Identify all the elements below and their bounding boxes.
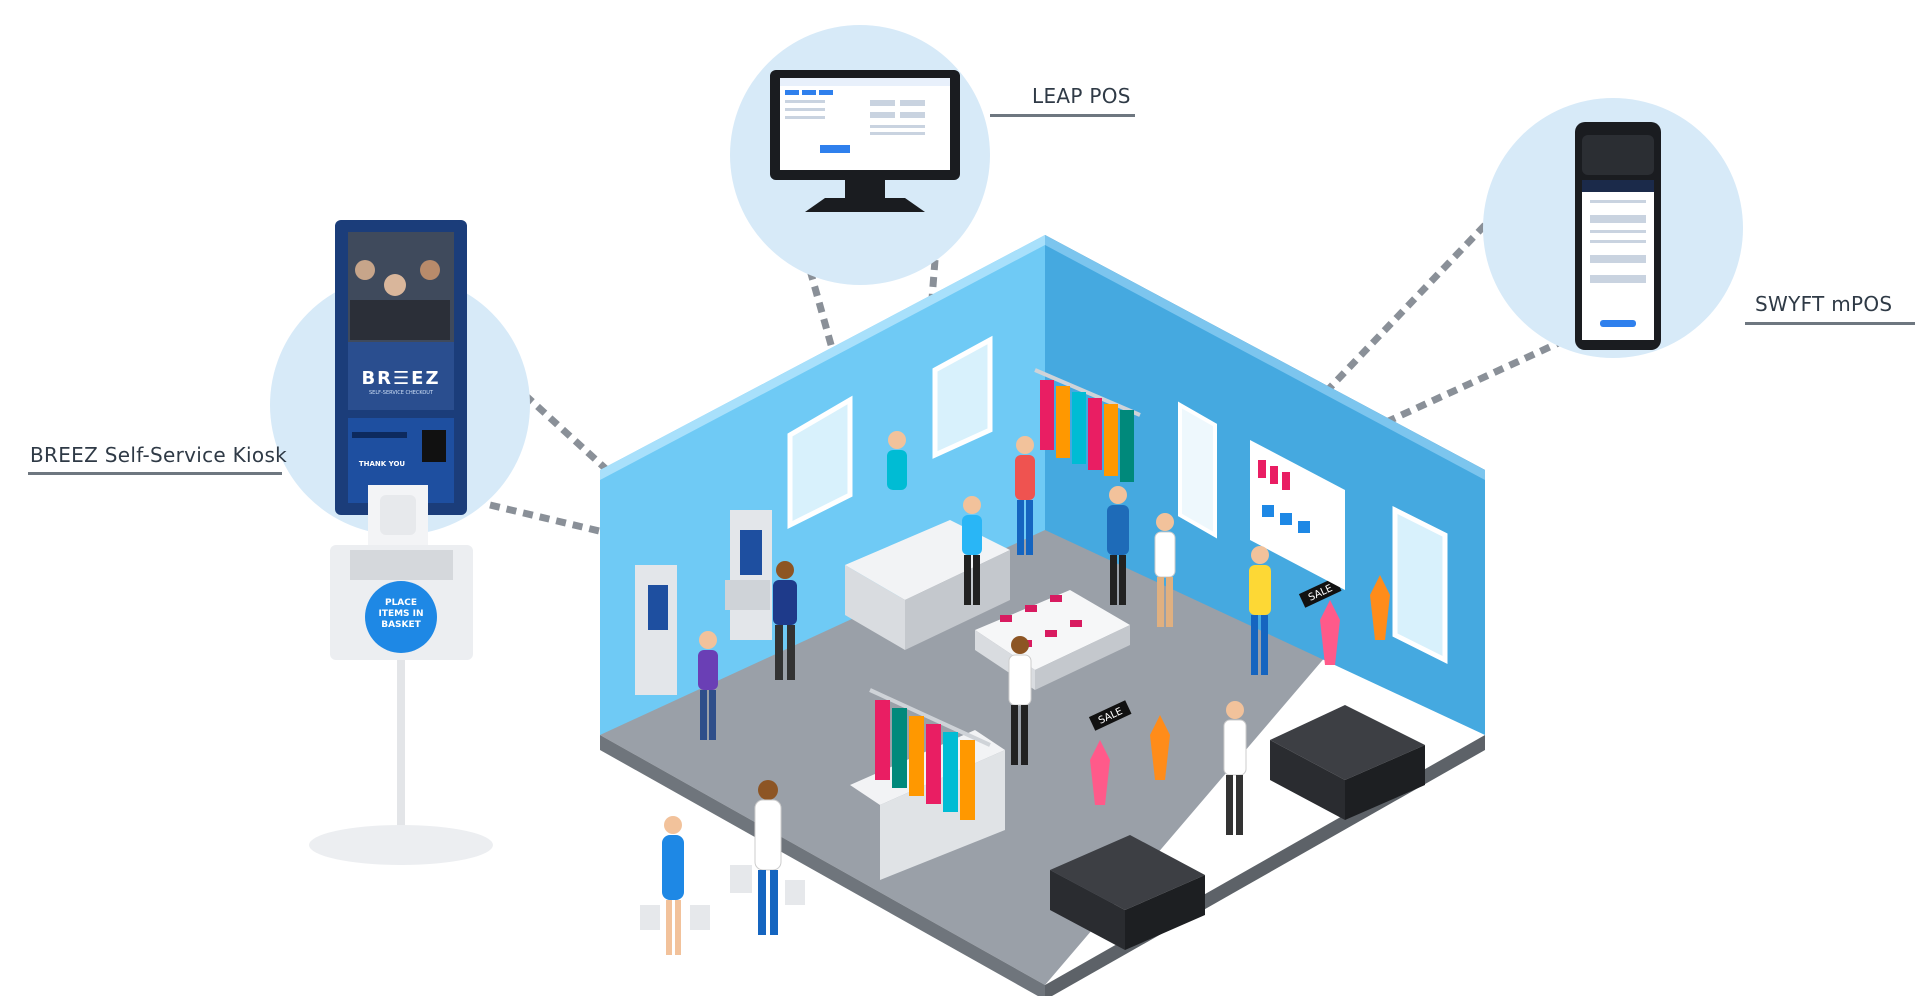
mannequin-platforms xyxy=(1050,575,1425,950)
person-shopper-center xyxy=(962,496,982,605)
person-woman-red xyxy=(1015,436,1035,555)
store-kiosks xyxy=(635,510,772,695)
people xyxy=(640,431,1271,955)
right-wall-top xyxy=(1045,235,1485,480)
swyft-label-underline xyxy=(1745,322,1915,325)
left-window-1 xyxy=(787,395,853,530)
person-man-gifts xyxy=(1223,701,1247,835)
basket-line-3: BASKET xyxy=(381,620,421,630)
sale-tag-2 xyxy=(1298,577,1342,608)
kiosk-tagline: SELF-SERVICE CHECKOUT xyxy=(368,390,434,396)
swyft-mpos-device xyxy=(1575,122,1661,350)
kiosk-label: BREEZ Self-Service Kiosk xyxy=(30,443,288,467)
person-couple-woman xyxy=(640,816,710,955)
left-wall-top xyxy=(600,235,1045,480)
person-customer-left xyxy=(698,631,718,740)
connector-swyft-1 xyxy=(1177,222,1488,548)
person-shopper-yellow xyxy=(1249,546,1271,675)
connector-kiosk-1 xyxy=(522,392,703,558)
leap-label-underline xyxy=(990,114,1135,117)
kiosk-brand: BR☰EZ xyxy=(361,368,441,389)
kiosk-card-reader xyxy=(422,430,446,462)
breez-kiosk-standalone xyxy=(309,220,493,865)
person-cashier xyxy=(887,431,907,490)
kiosk-label-underline xyxy=(28,472,282,475)
basket-badge-text: PLACE ITEMS IN BASKET xyxy=(368,598,434,631)
kiosk-pay-text: THANK YOU xyxy=(358,460,406,468)
right-window xyxy=(1392,505,1448,665)
person-couple-man xyxy=(730,780,805,935)
person-staff-white xyxy=(1008,636,1032,765)
person-shopper-white xyxy=(1154,513,1176,627)
basket-line-1: PLACE xyxy=(384,598,418,608)
clothing-rack-back xyxy=(1034,368,1141,482)
swyft-label: SWYFT mPOS xyxy=(1755,292,1893,316)
kiosk-pole xyxy=(397,660,405,830)
basket-badge xyxy=(365,581,437,653)
wall-shelves xyxy=(1250,440,1345,590)
sale-tag-1 xyxy=(1088,700,1132,731)
person-customer-kiosk2 xyxy=(773,561,797,680)
leap-stand xyxy=(805,198,925,212)
person-staff-teal xyxy=(1107,486,1129,605)
leap-pos-device xyxy=(770,70,960,212)
right-shelf-panel xyxy=(1178,401,1217,539)
floor-edge-left xyxy=(600,735,1045,996)
leap-label: LEAP POS xyxy=(1032,84,1131,108)
clothing-rack-front xyxy=(850,688,1005,880)
left-window-2 xyxy=(932,335,993,459)
basket-line-2: ITEMS IN xyxy=(378,609,424,619)
kiosk-base xyxy=(309,825,493,865)
